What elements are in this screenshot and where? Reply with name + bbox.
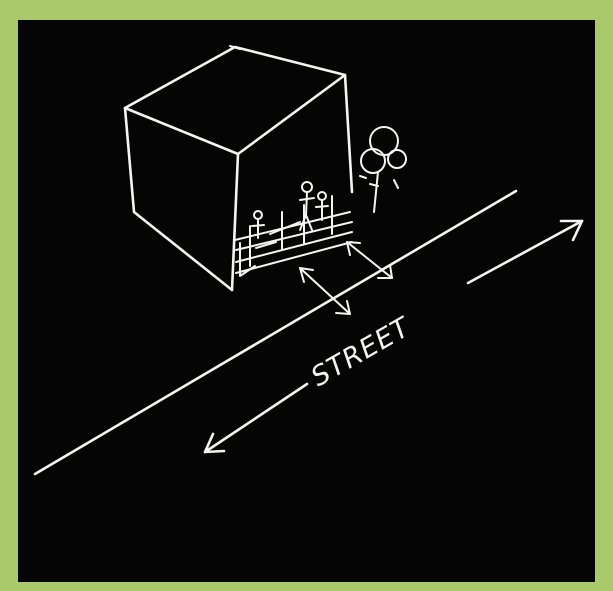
building-cube: [125, 46, 352, 290]
entrance-platform: [235, 196, 352, 276]
street-label: STREET: [306, 311, 417, 393]
tree: [360, 127, 406, 212]
street-edge-line: [35, 191, 516, 474]
